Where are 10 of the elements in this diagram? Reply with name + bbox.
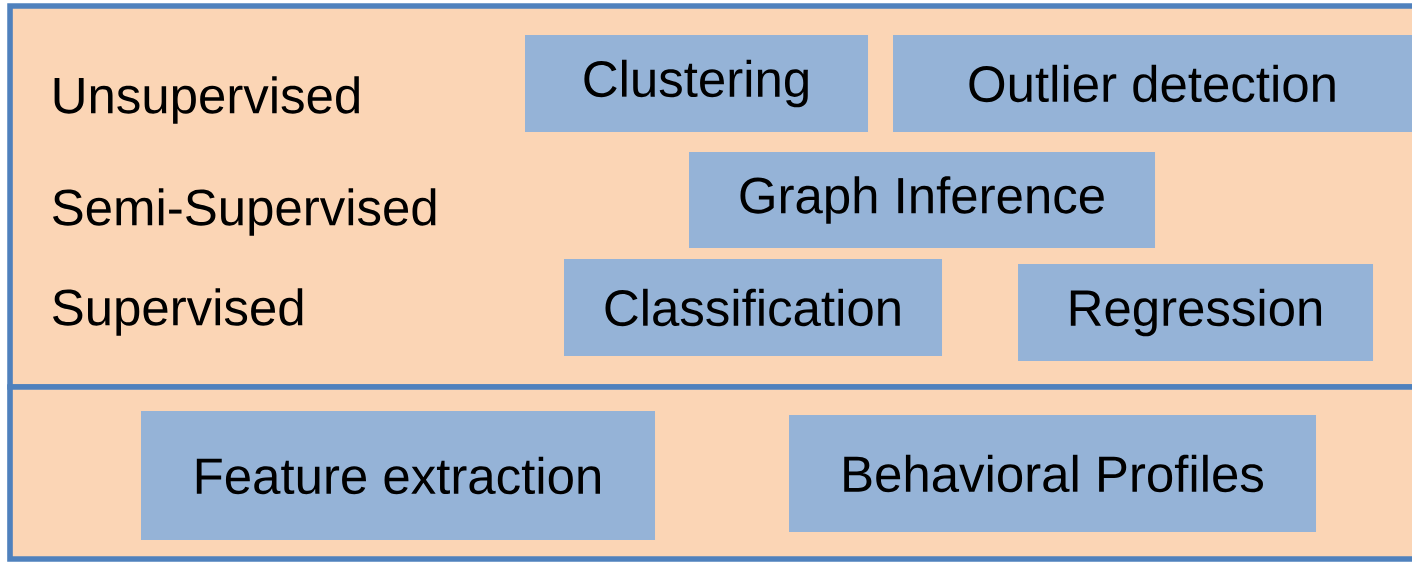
method-box: Outlier detection bbox=[893, 35, 1412, 132]
method-box: Clustering bbox=[525, 35, 868, 132]
category-label: Supervised bbox=[53, 288, 303, 336]
method-box: Feature extraction bbox=[141, 411, 655, 540]
method-box: Regression bbox=[1018, 264, 1374, 361]
method-box: Classification bbox=[564, 259, 942, 356]
method-box: Graph Inference bbox=[689, 152, 1155, 248]
method-box: Behavioral Profiles bbox=[789, 415, 1316, 532]
category-label: Semi-Supervised bbox=[53, 188, 436, 236]
category-label: Unsupervised bbox=[54, 76, 359, 124]
